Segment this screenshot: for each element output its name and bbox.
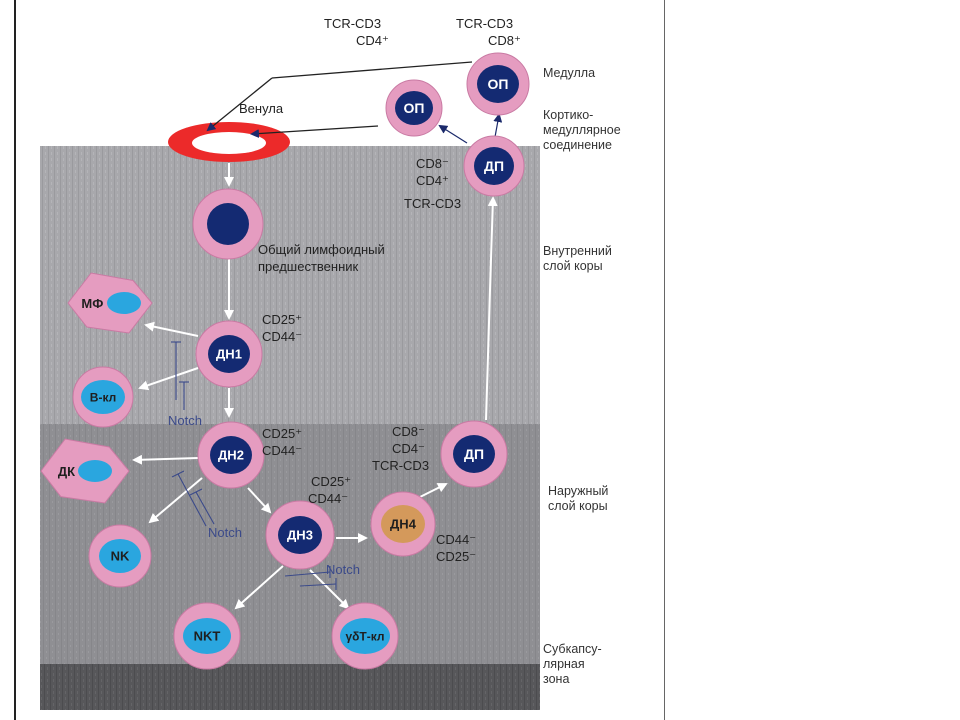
dp-to-op-cd8-arrow bbox=[493, 113, 503, 138]
dn2-marker-1: CD25⁺ bbox=[262, 426, 303, 441]
op-cd8-cell: ОП bbox=[466, 52, 530, 116]
dn2-cell: ДН2 bbox=[197, 421, 265, 489]
cd8-tcr-label: TCR-CD3 bbox=[456, 16, 514, 31]
macrophage-cell-label: МФ bbox=[81, 296, 103, 311]
gamma-delta-t-cell-label: γδТ-кл bbox=[345, 629, 384, 643]
zone-medulla-label: Медулла bbox=[543, 66, 596, 80]
gamma-delta-t-cell: γδТ-кл bbox=[331, 602, 399, 670]
notch-marks bbox=[171, 341, 337, 590]
dendritic-cell: ДК bbox=[40, 438, 130, 504]
dp-lower-marker-1: CD8⁻ bbox=[392, 424, 425, 439]
b-cell: В-кл bbox=[72, 366, 134, 428]
progenitor-label-2: предшественник bbox=[258, 259, 359, 274]
zone-inner-cortex-label: Внутренний слой коры bbox=[543, 244, 612, 273]
dp-lower-cell: ДП bbox=[440, 420, 508, 488]
progenitor-label-1: Общий лимфоидный bbox=[258, 242, 385, 257]
zone-outer-cortex-label: Наружный слой коры bbox=[548, 484, 609, 513]
cd8-plus-label: CD8⁺ bbox=[488, 33, 521, 48]
dn3-marker-2: CD44⁻ bbox=[308, 491, 349, 506]
dn1-marker-1: CD25⁺ bbox=[262, 312, 303, 327]
dp-upper-marker-2: CD4⁺ bbox=[416, 173, 449, 188]
dp-lower-cell-label: ДП bbox=[464, 446, 484, 462]
dendritic-cell-label: ДК bbox=[58, 464, 75, 479]
nkt-cell: NKT bbox=[173, 602, 241, 670]
right-border bbox=[664, 0, 665, 720]
dn4-cell-label: ДН4 bbox=[390, 517, 417, 532]
notch-label-1: Notch bbox=[168, 413, 202, 428]
cd4-tcr-label: TCR-CD3 bbox=[324, 16, 382, 31]
dn3-cell: ДН3 bbox=[265, 500, 335, 570]
dp-upper-marker-3: TCR-CD3 bbox=[404, 196, 462, 211]
subcapsular-zone bbox=[40, 664, 540, 710]
dp-upper-cell: ДП bbox=[463, 135, 525, 197]
dn2-cell-label: ДН2 bbox=[218, 448, 244, 463]
zone-subcapsular-label: Субкапсу- лярная зона bbox=[543, 642, 602, 686]
dn4-marker-2: CD25⁻ bbox=[436, 549, 477, 564]
notch-label-2: Notch bbox=[208, 525, 242, 540]
dn1-cell-label: ДН1 bbox=[216, 347, 242, 362]
emigration-line-cd8-b bbox=[206, 77, 273, 132]
emigration-line-cd4 bbox=[250, 125, 379, 139]
nkt-cell-label: NKT bbox=[194, 629, 221, 644]
op-cd4-cell: ОП bbox=[385, 79, 443, 137]
dn3-marker-1: CD25⁺ bbox=[311, 474, 352, 489]
dp-lower-marker-2: CD4⁻ bbox=[392, 441, 425, 456]
dp-lower-marker-3: TCR-CD3 bbox=[372, 458, 430, 473]
op-cd4-cell-label: ОП bbox=[404, 100, 425, 116]
macrophage-cell: МФ bbox=[67, 272, 153, 334]
dp-upper-cell-label: ДП bbox=[484, 158, 504, 174]
dp-to-op-cd4-arrow bbox=[438, 124, 468, 144]
dn2-marker-2: CD44⁻ bbox=[262, 443, 303, 458]
notch-label-3: Notch bbox=[326, 562, 360, 577]
dn4-marker-1: CD44⁻ bbox=[436, 532, 477, 547]
lymphoid-progenitor-cell bbox=[192, 188, 264, 260]
b-cell-label: В-кл bbox=[90, 390, 116, 404]
zone-junction-label: Кортико- медуллярное соединение bbox=[543, 108, 621, 152]
nk-cell-label: NK bbox=[111, 549, 130, 564]
development-arrows bbox=[132, 163, 498, 610]
left-border bbox=[14, 0, 16, 720]
dn3-cell-label: ДН3 bbox=[287, 528, 313, 543]
op-cd8-cell-label: ОП bbox=[488, 76, 509, 92]
dn1-cell: ДН1 bbox=[195, 320, 263, 388]
cd4-plus-label: CD4⁺ bbox=[356, 33, 389, 48]
emigration-line-cd8 bbox=[271, 61, 473, 79]
dn4-cell: ДН4 bbox=[370, 491, 436, 557]
venule-lumen bbox=[192, 132, 266, 154]
venule-label: Венула bbox=[239, 101, 284, 116]
dn1-marker-2: CD44⁻ bbox=[262, 329, 303, 344]
nk-cell: NK bbox=[88, 524, 152, 588]
dp-upper-marker-1: CD8⁻ bbox=[416, 156, 449, 171]
